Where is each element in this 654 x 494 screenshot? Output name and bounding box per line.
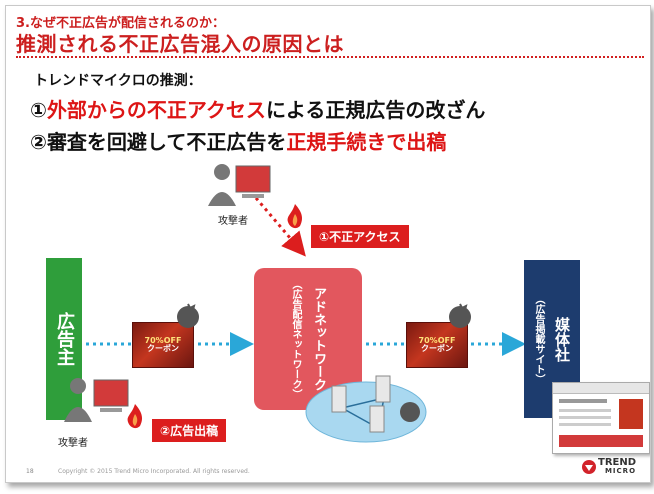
attacker-bottom-label: 攻撃者 [58,434,88,449]
publisher-sublabel: （広告掲載サイト） [531,294,546,384]
advertiser-label: 広告主 [51,312,77,366]
fire-icon [124,402,146,430]
attacker-pc-icon [62,374,132,426]
malware-bomb-icon [174,302,202,330]
attacker-top-label: 攻撃者 [218,212,248,227]
copyright: Copyright © 2015 Trend Micro Incorporate… [58,468,250,475]
page-number: 18 [26,468,34,475]
attacker-pc-icon [206,162,276,210]
callout-unauthorized-access: ①不正アクセス [311,225,409,248]
ad-network-sublabel: （広告配信ネットワーク） [288,279,303,399]
coupon-left-label: クーポン [133,345,193,353]
brand-logo-icon: TREND MICRO [598,458,636,475]
coupon-right-label: クーポン [407,345,467,353]
fire-icon [284,202,306,230]
callout-ad-submission: ②広告出稿 [152,419,226,442]
brand-bottom: MICRO [598,468,636,475]
server-network-icon [302,368,430,446]
brand-mark-icon [582,458,596,476]
malware-bomb-icon [446,302,474,330]
publisher-site-screenshot [552,382,650,454]
publisher-label: 媒体社 [552,317,573,362]
slide: 3.なぜ不正広告が配信されるのか： 推測される不正広告混入の原因とは トレンドマ… [5,5,651,483]
